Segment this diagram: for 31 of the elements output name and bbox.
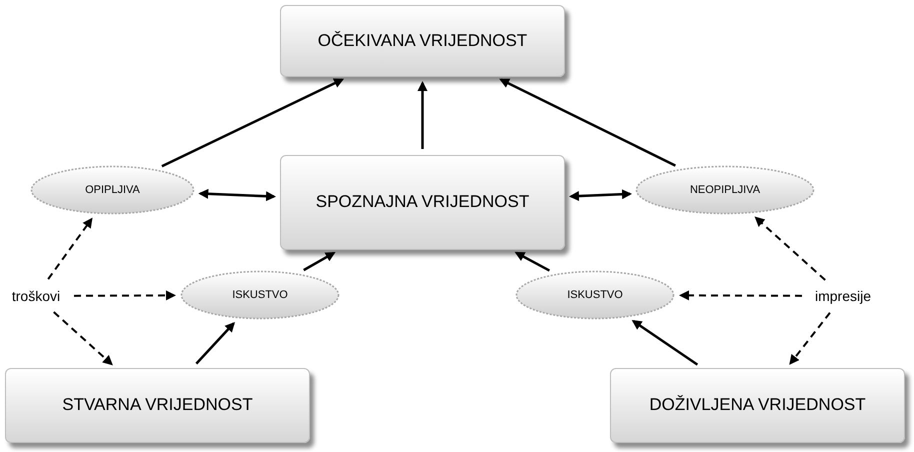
node-label: OČEKIVANA VRIJEDNOST: [318, 30, 528, 52]
value-box: [280, 5, 565, 77]
node-label: ISKUSTVO: [567, 288, 623, 303]
ellipse-node: [30, 165, 195, 215]
node-label: STVARNA VRIJEDNOST: [62, 394, 253, 416]
ellipse-node: [635, 165, 815, 215]
arrow: [198, 188, 276, 202]
arrow: [632, 320, 698, 366]
arrow: [161, 78, 344, 168]
node-label: troškovi: [12, 286, 60, 306]
ellipse-node: [180, 270, 340, 320]
dashed-arrow: [74, 290, 176, 300]
node-label: SPOZNAJNA VRIJEDNOST: [316, 191, 530, 214]
node-label: DOŽIVLJENA VRIJEDNOST: [649, 394, 866, 416]
dashed-arrow: [754, 216, 826, 281]
arrow: [195, 322, 235, 364]
value-box: [5, 368, 310, 443]
node-label: impresije: [814, 286, 871, 306]
ellipse-node: [515, 270, 675, 320]
arrow: [418, 81, 428, 149]
dashed-arrow: [679, 290, 802, 300]
node-label: OPIPLJIVA: [85, 182, 140, 198]
node-label: ISKUSTVO: [232, 288, 288, 303]
arrow: [499, 78, 676, 167]
value-box: [280, 155, 565, 250]
dashed-arrow: [789, 312, 831, 365]
value-box: [610, 368, 905, 443]
dashed-arrow: [47, 218, 93, 280]
arrow: [569, 189, 632, 202]
node-label: NEOPIPLJIVA: [690, 182, 760, 198]
dashed-arrow: [53, 311, 113, 366]
